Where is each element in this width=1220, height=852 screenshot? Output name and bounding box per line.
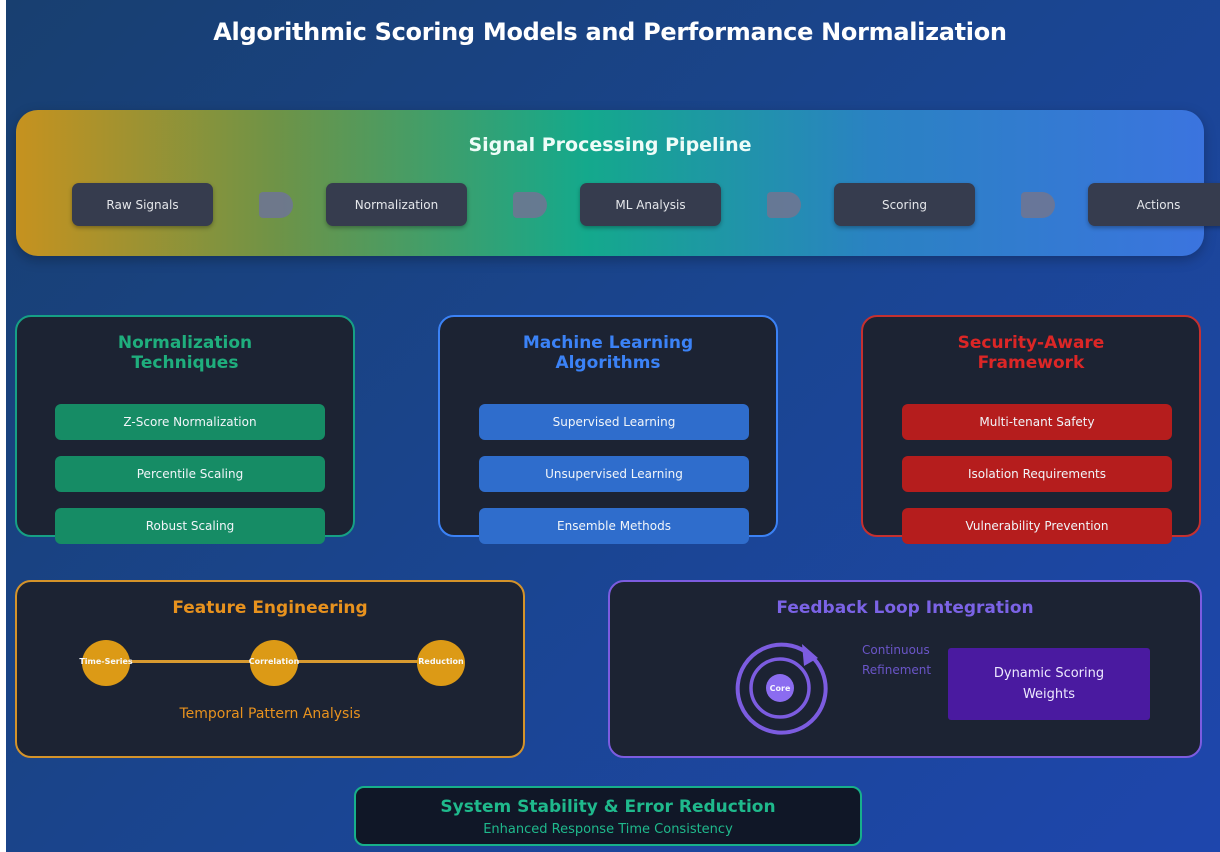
stage-scoring[interactable]: Scoring: [834, 183, 975, 226]
stage-normalization[interactable]: Normalization: [326, 183, 467, 226]
refinement-line-1: Continuous: [862, 643, 930, 657]
arrow-connector-icon: [259, 192, 293, 218]
card-title-line: Normalization: [117, 333, 253, 353]
core-label: Core: [770, 684, 791, 693]
feature-node-reduction[interactable]: [417, 640, 465, 686]
feature-node-time-series[interactable]: [82, 640, 130, 686]
card-title-line: Framework: [977, 353, 1085, 373]
card-title-line: Machine Learning: [522, 333, 694, 353]
norm-item-z-score[interactable]: Z-Score Normalization: [55, 404, 325, 440]
sec-item-vulnerability[interactable]: Vulnerability Prevention: [902, 508, 1172, 544]
sec-item-multi-tenant[interactable]: Multi-tenant Safety: [902, 404, 1172, 440]
ml-item-ensemble[interactable]: Ensemble Methods: [479, 508, 749, 544]
card-title-line: Techniques: [131, 353, 239, 373]
feature-node-label: Correlation: [248, 657, 300, 666]
card-title-line: Algorithms: [555, 353, 661, 373]
page-title: Algorithmic Scoring Models and Performan…: [213, 18, 1007, 46]
norm-item-robust[interactable]: Robust Scaling: [55, 508, 325, 544]
feature-engineering-subtitle: Temporal Pattern Analysis: [179, 706, 361, 722]
stability-title: System Stability & Error Reduction: [440, 797, 776, 817]
cycle-arrowhead-icon: [802, 644, 818, 666]
inner-cycle-ring: [749, 657, 811, 719]
stage-raw-signals[interactable]: Raw Signals: [72, 183, 213, 226]
continuous-refinement-label: Continuous Refinement: [862, 640, 931, 680]
norm-item-percentile[interactable]: Percentile Scaling: [55, 456, 325, 492]
feature-node-label: Time-Series: [79, 657, 133, 666]
core-circle[interactable]: [766, 674, 794, 702]
stage-actions[interactable]: Actions: [1088, 183, 1220, 226]
ml-item-supervised[interactable]: Supervised Learning: [479, 404, 749, 440]
sec-item-isolation[interactable]: Isolation Requirements: [902, 456, 1172, 492]
feedback-loop-title: Feedback Loop Integration: [776, 598, 1034, 618]
feature-engineering-title: Feature Engineering: [172, 598, 368, 618]
card-title-line: Security-Aware: [957, 333, 1105, 353]
ml-item-unsupervised[interactable]: Unsupervised Learning: [479, 456, 749, 492]
feature-node-correlation[interactable]: [250, 640, 298, 686]
pipeline-title: Signal Processing Pipeline: [468, 134, 752, 156]
feedback-cycle-icon: Core: [735, 642, 828, 735]
stage-ml-analysis[interactable]: ML Analysis: [580, 183, 721, 226]
stability-banner: [354, 786, 862, 846]
outer-cycle-ring: [735, 642, 828, 735]
arrow-connector-icon: [513, 192, 547, 218]
refinement-line-2: Refinement: [862, 663, 932, 677]
feature-node-label: Reduction: [418, 657, 464, 666]
stability-subtitle: Enhanced Response Time Consistency: [483, 822, 733, 837]
arrow-connector-icon: [767, 192, 801, 218]
arrow-connector-icon: [1021, 192, 1055, 218]
